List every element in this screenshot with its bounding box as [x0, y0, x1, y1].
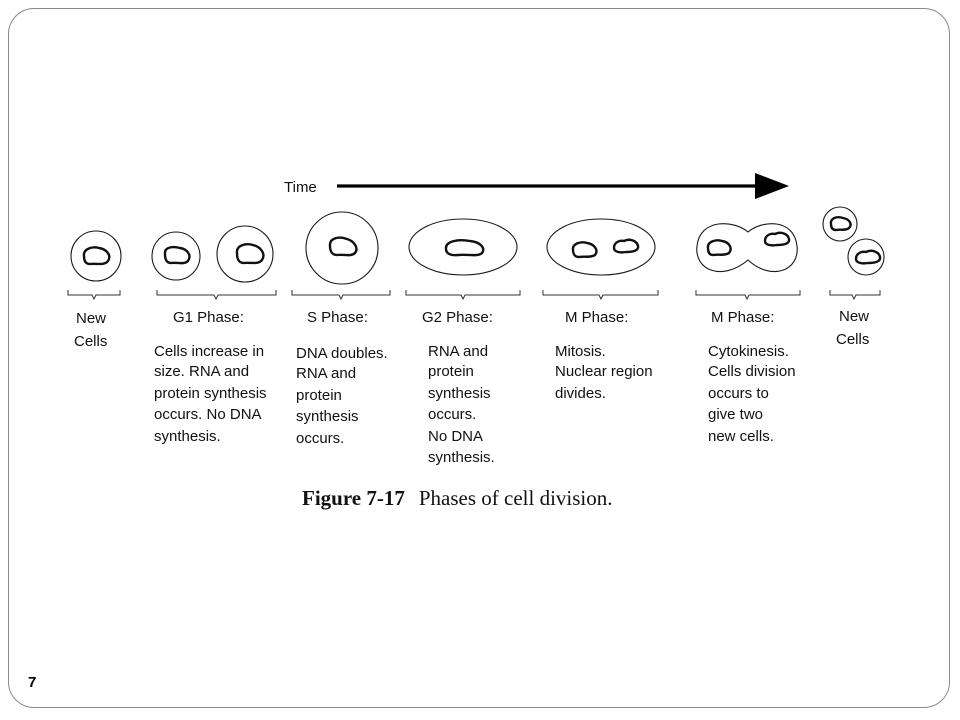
- figure-caption: Figure 7-17 Phases of cell division.: [302, 486, 613, 510]
- new-cell-start: [70, 230, 122, 282]
- time-arrow-head: [755, 173, 789, 199]
- new-cell-end-top: [822, 206, 858, 242]
- new-cell-end-bottom: [847, 238, 885, 276]
- stage-title-cytokinesis: M Phase:: [711, 309, 774, 326]
- stage-title-g1: G1 Phase:: [173, 309, 244, 326]
- slide-frame: [8, 8, 950, 708]
- stage-braces: [67, 290, 881, 301]
- figure-caption-text: Phases of cell division.: [419, 486, 613, 510]
- s-phase-cell: [305, 211, 379, 285]
- time-label: Time: [284, 179, 317, 196]
- stage-description-g2: RNA and protein synthesis occurs. No DNA…: [428, 343, 495, 466]
- stage-title-s: S Phase:: [307, 309, 368, 326]
- stage-title-mitosis: M Phase:: [565, 309, 628, 326]
- stage-title-g2: G2 Phase:: [422, 309, 493, 326]
- figure-number: Figure 7-17: [302, 486, 405, 510]
- stage-description-g1: Cells increase in size. RNA and protein …: [154, 343, 271, 445]
- stage-title-new-cells-start: New Cells: [74, 310, 110, 350]
- cytokinesis-cell: [696, 223, 798, 273]
- g1-cell-small: [151, 231, 201, 281]
- g1-cell-large: [216, 225, 274, 283]
- g2-phase-cell: [408, 218, 518, 276]
- stage-description-s: DNA doubles. RNA and protein synthesis o…: [296, 345, 392, 447]
- stage-title-new-cells-end: New Cells: [836, 308, 873, 348]
- stage-description-mitosis: Mitosis. Nuclear region divides.: [555, 343, 657, 402]
- mitosis-cell: [546, 218, 656, 276]
- page-number: 7: [28, 674, 36, 691]
- stage-description-cytokinesis: Cytokinesis. Cells division occurs to gi…: [708, 343, 800, 445]
